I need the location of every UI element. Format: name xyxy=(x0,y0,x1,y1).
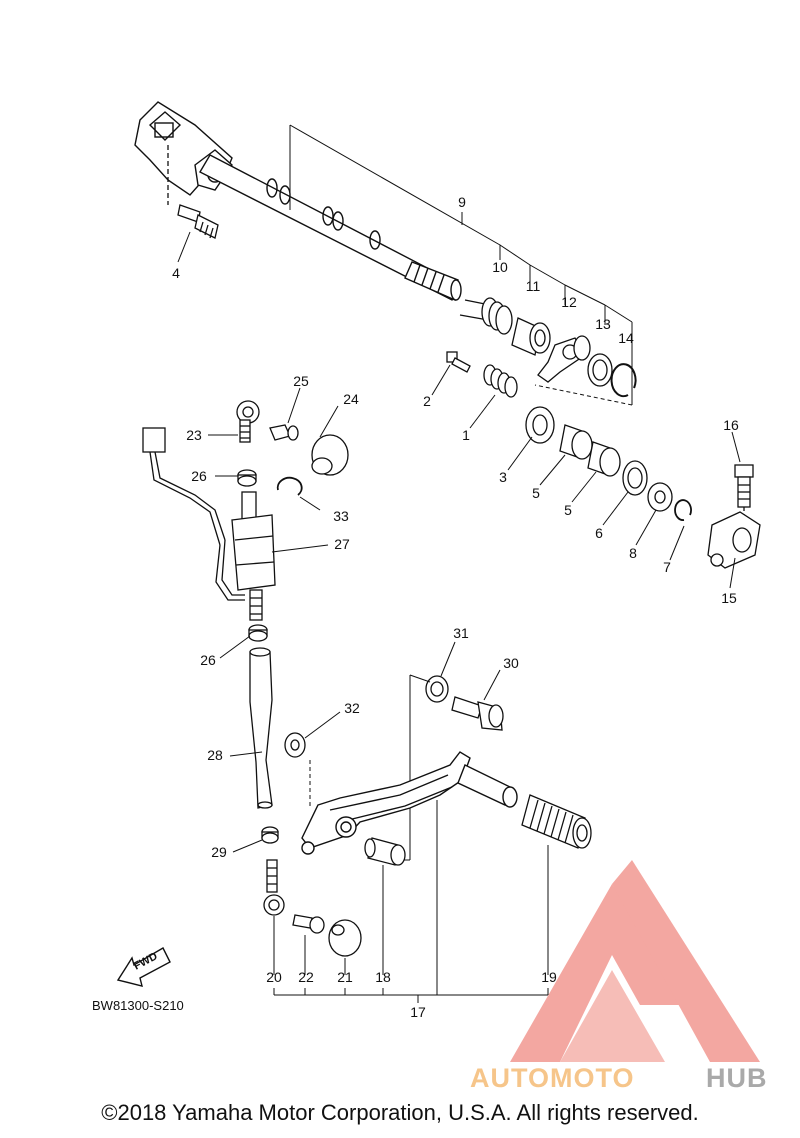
bolt-22 xyxy=(292,914,325,934)
callout-32: 32 xyxy=(344,700,360,716)
watermark-part2: HUB xyxy=(706,1063,768,1093)
callout-22: 22 xyxy=(298,969,314,985)
nut-26b xyxy=(248,624,268,642)
callout-3: 3 xyxy=(499,469,507,485)
rod-28 xyxy=(249,647,273,809)
callout-1: 1 xyxy=(462,427,470,443)
watermark-logo-icon xyxy=(510,860,760,1062)
callout-7: 7 xyxy=(663,559,671,575)
washer-13 xyxy=(573,335,613,387)
callout-31: 31 xyxy=(453,625,469,641)
seal-6 xyxy=(622,460,648,496)
watermark-text: AUTOMOTO HUB xyxy=(470,1063,768,1093)
collar-18 xyxy=(364,837,406,866)
leader-lines xyxy=(177,212,741,853)
callout-5a: 5 xyxy=(532,485,540,501)
callout-28: 28 xyxy=(207,747,223,763)
washer-32 xyxy=(284,732,306,758)
callout-24: 24 xyxy=(343,391,359,407)
callout-labels: 9 10 11 12 13 14 4 2 1 3 5 5 6 8 7 16 15… xyxy=(92,194,739,1020)
bracket-17 xyxy=(273,674,549,1003)
pin-2 xyxy=(446,351,471,373)
copyright-footer: ©2018 Yamaha Motor Corporation, U.S.A. A… xyxy=(101,1100,699,1125)
callout-26a: 26 xyxy=(191,468,207,484)
washer-31 xyxy=(425,675,449,703)
callout-8: 8 xyxy=(629,545,637,561)
washer-8 xyxy=(647,482,673,512)
callout-2: 2 xyxy=(423,393,431,409)
washer-3 xyxy=(525,406,555,444)
callout-20: 20 xyxy=(266,969,282,985)
watermark-part1: AUTOMOTO xyxy=(470,1063,635,1093)
nut-29 xyxy=(261,826,279,844)
shift-shaft xyxy=(134,101,462,302)
callout-10: 10 xyxy=(492,259,508,275)
bolt-4 xyxy=(167,145,219,239)
callout-19: 19 xyxy=(541,969,557,985)
connector-cable xyxy=(142,427,245,601)
clip-33 xyxy=(276,476,303,496)
spring-10 xyxy=(459,297,513,335)
callout-26b: 26 xyxy=(200,652,216,668)
nut-26a xyxy=(237,469,257,487)
callout-14: 14 xyxy=(618,330,634,346)
fwd-arrow-icon: FWD xyxy=(116,947,171,987)
rubber-19 xyxy=(521,794,592,849)
callout-6: 6 xyxy=(595,525,603,541)
bracket-9 xyxy=(289,124,633,406)
circlip-7 xyxy=(674,499,692,521)
sensor-27 xyxy=(231,491,276,621)
diagram-code: BW81300-S210 xyxy=(92,998,184,1013)
callout-5b: 5 xyxy=(564,502,572,518)
callout-9: 9 xyxy=(458,194,466,210)
rod-end-20 xyxy=(263,859,285,916)
circlip-14 xyxy=(610,363,637,398)
cover-24 xyxy=(311,434,349,476)
callout-29: 29 xyxy=(211,844,227,860)
callout-13: 13 xyxy=(595,316,611,332)
callout-30: 30 xyxy=(503,655,519,671)
callout-15: 15 xyxy=(721,590,737,606)
shift-pedal-19 xyxy=(301,751,518,855)
callout-17: 17 xyxy=(410,1004,426,1020)
callout-18: 18 xyxy=(375,969,391,985)
callout-23: 23 xyxy=(186,427,202,443)
callout-12: 12 xyxy=(561,294,577,310)
bolt-30 xyxy=(451,696,504,731)
spring-1 xyxy=(483,364,518,398)
collar-11 xyxy=(511,317,551,356)
bearing-5b xyxy=(587,441,621,477)
callout-21: 21 xyxy=(337,969,353,985)
rod-end-23 xyxy=(236,400,260,443)
callout-11: 11 xyxy=(526,278,541,294)
callout-33: 33 xyxy=(333,508,349,524)
clamp-15 xyxy=(707,511,761,569)
callout-25: 25 xyxy=(293,373,309,389)
bearing-5a xyxy=(559,424,593,460)
cover-21 xyxy=(328,919,362,957)
callout-16: 16 xyxy=(723,417,739,433)
callout-27: 27 xyxy=(334,536,350,552)
callout-4: 4 xyxy=(172,265,180,281)
bolt-25 xyxy=(269,424,299,441)
bolt-16 xyxy=(734,464,754,525)
